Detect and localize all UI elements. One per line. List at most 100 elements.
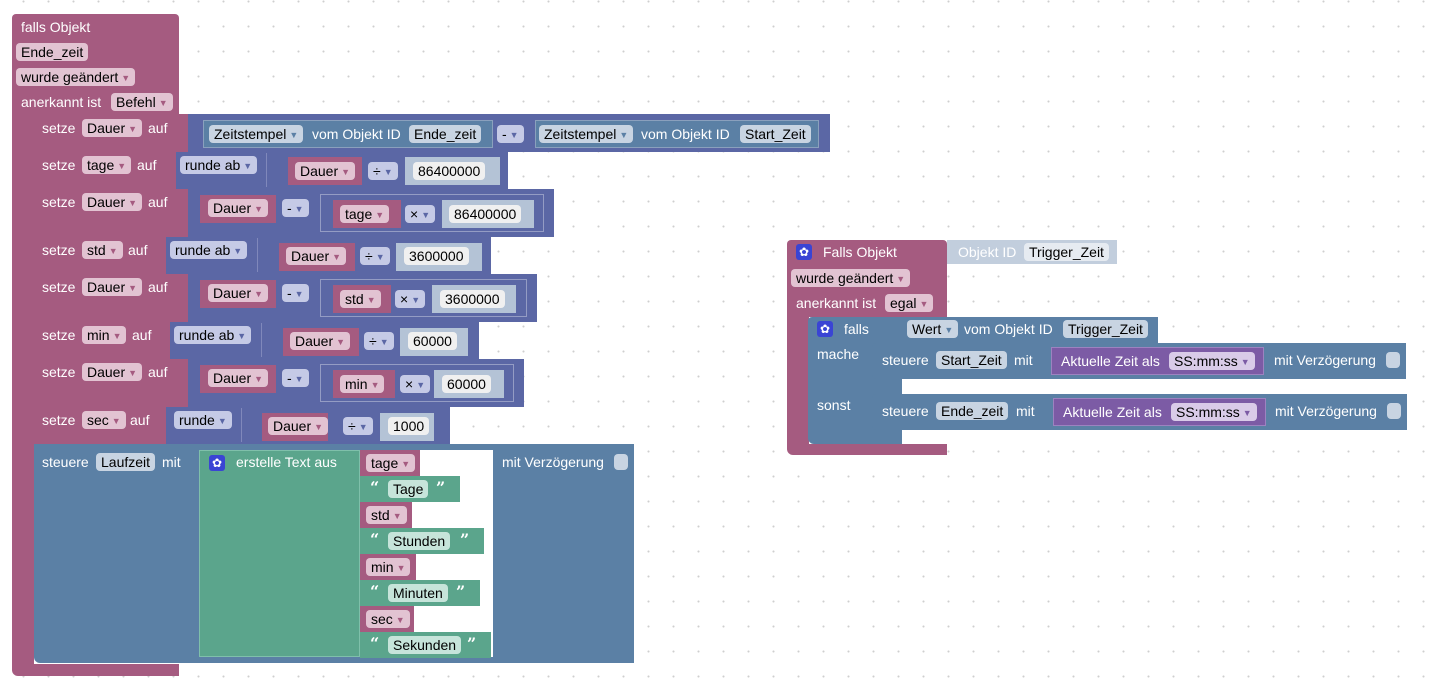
trigger-event-dropdown[interactable]: wurde geändert▼ [16, 68, 136, 86]
chevron-down-icon: ▼ [254, 204, 264, 214]
chevron-down-icon: ▼ [112, 331, 122, 341]
chevron-down-icon: ▼ [289, 130, 299, 140]
operator-dropdown[interactable]: ÷▼ [368, 162, 398, 180]
time-format-dropdown[interactable]: SS:mm:ss▼ [1171, 403, 1257, 421]
round-dropdown[interactable]: runde ab▼ [180, 156, 258, 174]
variable-dropdown[interactable]: min▼ [366, 558, 411, 576]
property-dropdown[interactable]: Zeitstempel▼ [209, 125, 304, 143]
text-join-label: erstelle Text aus [236, 454, 337, 470]
operator-dropdown[interactable]: ÷▼ [360, 247, 390, 265]
operator-dropdown[interactable]: ×▼ [405, 205, 436, 223]
delay-checkbox[interactable] [1386, 352, 1400, 368]
variable-name: min [345, 376, 368, 392]
operator-dropdown[interactable]: -▼ [282, 369, 309, 387]
variable-dropdown[interactable]: sec▼ [366, 610, 410, 628]
operator-dropdown[interactable]: ×▼ [395, 290, 426, 308]
variable-dropdown[interactable]: Dauer▼ [290, 332, 351, 350]
number-field[interactable]: 60000 [408, 332, 457, 350]
nested-arithmetic-block[interactable] [320, 364, 514, 402]
text-join-block[interactable] [199, 450, 360, 657]
number-field[interactable]: 86400000 [449, 205, 522, 223]
gear-icon[interactable]: ✿ [796, 244, 812, 260]
text-field[interactable]: Sekunden [388, 636, 462, 654]
operator-dropdown[interactable]: -▼ [282, 199, 309, 217]
round-value: runde ab [179, 327, 235, 343]
variable-dropdown[interactable]: Dauer▼ [286, 247, 347, 265]
variable-dropdown[interactable]: Dauer▼ [295, 162, 356, 180]
operator-dropdown[interactable]: ÷▼ [364, 332, 394, 350]
text-field[interactable]: Minuten [388, 584, 448, 602]
to-keyword: auf [137, 157, 157, 173]
number-field[interactable]: 3600000 [404, 247, 469, 265]
variable-dropdown[interactable]: Dauer▼ [208, 369, 269, 387]
operator-value: ÷ [365, 248, 373, 264]
variable-dropdown[interactable]: std▼ [366, 506, 407, 524]
variable-dropdown[interactable]: Dauer▼ [82, 278, 143, 296]
variable-name: Dauer [87, 364, 126, 380]
control-target-field[interactable]: Ende_zeit [936, 402, 1009, 420]
round-dropdown[interactable]: runde ab▼ [170, 241, 248, 259]
variable-name: Dauer [87, 120, 126, 136]
number-field[interactable]: 3600000 [440, 290, 505, 308]
variable-dropdown[interactable]: tage▼ [340, 205, 390, 223]
variable-dropdown[interactable]: Dauer▼ [268, 417, 329, 435]
variable-dropdown[interactable]: Dauer▼ [208, 284, 269, 302]
number-field[interactable]: 1000 [388, 417, 430, 435]
round-dropdown[interactable]: runde ab▼ [174, 326, 252, 344]
delay-checkbox[interactable] [1387, 403, 1401, 419]
object-id-field[interactable]: Ende_zeit [409, 125, 482, 143]
property-dropdown[interactable]: Zeitstempel▼ [539, 125, 634, 143]
event-block-footer [12, 664, 179, 676]
gear-icon[interactable]: ✿ [209, 455, 225, 471]
trigger-object-field[interactable]: Ende_zeit [16, 43, 89, 61]
condition-property-dropdown[interactable]: Wert▼ [907, 320, 959, 338]
variable-name: Dauer [295, 333, 334, 349]
operator-dropdown[interactable]: -▼ [497, 125, 524, 143]
variable-dropdown[interactable]: std▼ [340, 290, 381, 308]
variable-name: tage [371, 455, 399, 471]
operator-dropdown[interactable]: ÷▼ [343, 417, 373, 435]
of-object-label: vom Objekt ID [964, 321, 1053, 337]
gear-icon[interactable]: ✿ [817, 321, 833, 337]
variable-dropdown[interactable]: min▼ [82, 326, 127, 344]
operator-dropdown[interactable]: ×▼ [400, 375, 431, 393]
set-keyword: setze [42, 120, 76, 136]
control-keyword: steuere [882, 403, 929, 419]
to-keyword: auf [130, 412, 150, 428]
number-field[interactable]: 60000 [442, 375, 491, 393]
ack-label: anerkannt ist [21, 94, 102, 110]
ack-dropdown[interactable]: Befehl▼ [111, 93, 173, 111]
chevron-down-icon: ▼ [392, 511, 402, 521]
nested-arithmetic-block[interactable] [320, 279, 527, 317]
variable-dropdown[interactable]: tage▼ [82, 156, 132, 174]
chevron-down-icon: ▼ [379, 337, 389, 347]
chevron-down-icon: ▼ [944, 325, 954, 335]
variable-dropdown[interactable]: std▼ [82, 241, 123, 259]
object-id-field[interactable]: Start_Zeit [740, 125, 811, 143]
time-format-dropdown[interactable]: SS:mm:ss▼ [1169, 352, 1255, 370]
chevron-down-icon: ▼ [128, 198, 138, 208]
variable-dropdown[interactable]: Dauer▼ [82, 119, 143, 137]
chevron-down-icon: ▼ [383, 167, 393, 177]
ack-dropdown[interactable]: egal▼ [885, 294, 934, 312]
variable-dropdown[interactable]: tage▼ [366, 454, 416, 472]
control-target-field[interactable]: Start_Zeit [936, 351, 1007, 369]
text-field[interactable]: Stunden [388, 532, 451, 550]
variable-dropdown[interactable]: Dauer▼ [82, 193, 143, 211]
property-value: Zeitstempel [214, 126, 287, 142]
variable-dropdown[interactable]: min▼ [340, 375, 385, 393]
nested-arithmetic-block[interactable] [320, 194, 544, 232]
text-field[interactable]: Tage [388, 480, 429, 498]
variable-dropdown[interactable]: sec▼ [82, 411, 126, 429]
variable-name: Dauer [87, 194, 126, 210]
round-dropdown[interactable]: runde▼ [174, 411, 232, 429]
operator-dropdown[interactable]: -▼ [282, 284, 309, 302]
trigger-event-dropdown[interactable]: wurde geändert▼ [791, 269, 911, 287]
variable-dropdown[interactable]: Dauer▼ [82, 363, 143, 381]
condition-object-id-field[interactable]: Trigger_Zeit [1063, 320, 1148, 338]
number-field[interactable]: 86400000 [413, 162, 486, 180]
delay-checkbox[interactable] [614, 454, 628, 470]
control-target-field[interactable]: Laufzeit [96, 453, 156, 471]
variable-dropdown[interactable]: Dauer▼ [208, 199, 269, 217]
object-id-field[interactable]: Trigger_Zeit [1024, 243, 1109, 261]
